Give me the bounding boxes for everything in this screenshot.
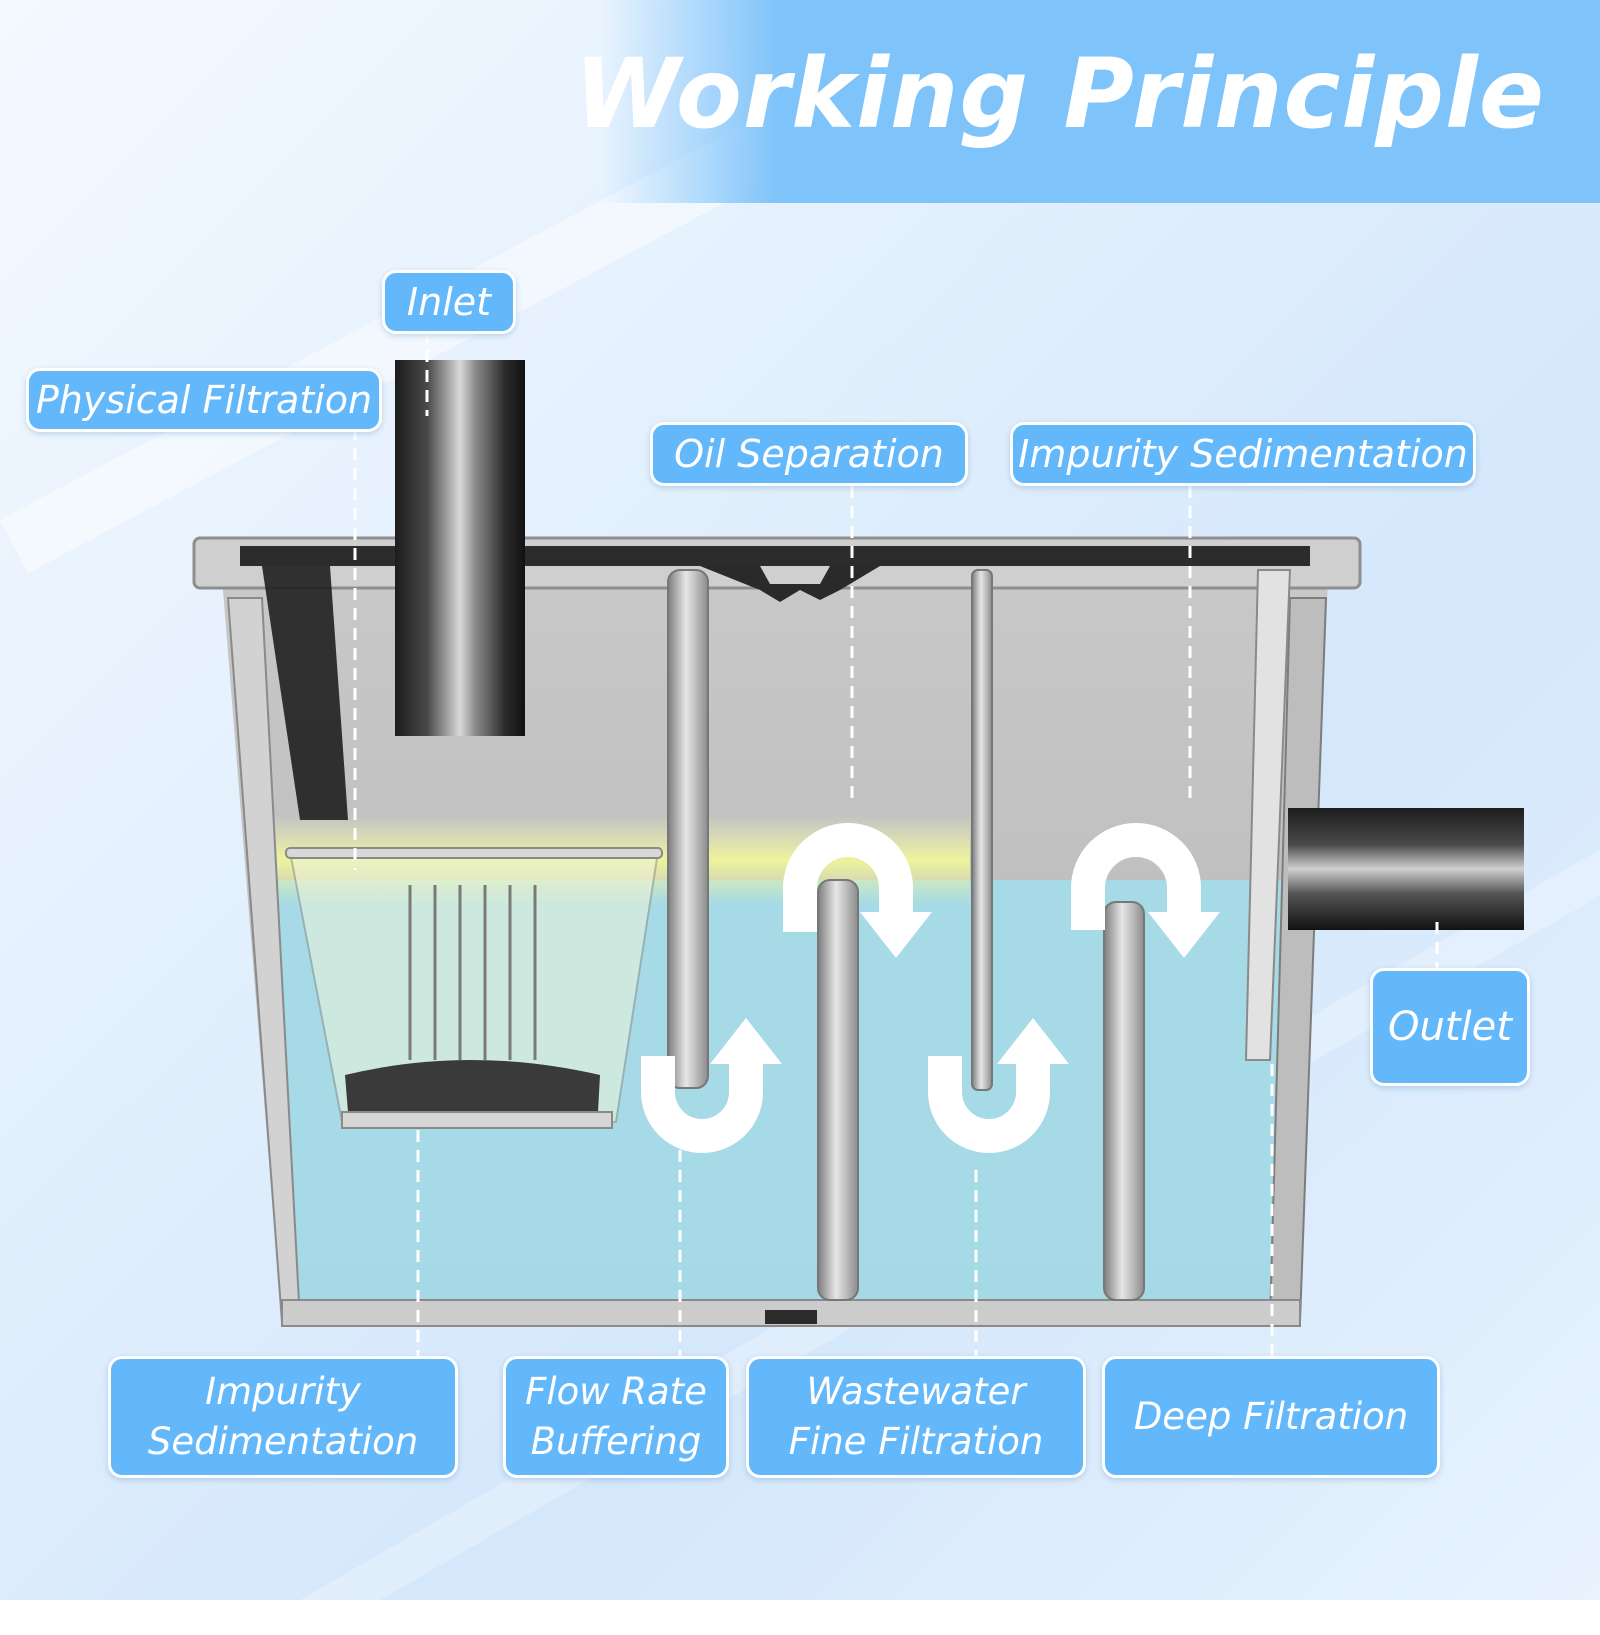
page-title: Working Principle [574,38,1545,150]
oil-separation-label-text: Oil Separation [674,432,944,476]
flow-arrow-over-2 [1071,823,1201,930]
impurity-sedimentation-bottom-label: Impurity Sedimentation [108,1356,458,1478]
inlet-shadow [262,566,348,820]
inlet-label-text: Inlet [406,280,492,324]
impurity-sedimentation-top-label: Impurity Sedimentation [1010,422,1476,486]
filter-basket [285,847,663,1129]
outlet-baffle [1244,569,1292,1061]
impurity-sedimentation-top-label-text: Impurity Sedimentation [1018,432,1468,476]
flow-arrow-over-1 [783,823,913,932]
flow-arrow-under-2 [928,1056,1050,1153]
basket-slots [408,885,537,1060]
basket-base [341,1111,613,1129]
baffle-rod-1 [667,569,709,1089]
deep-filtration-label: Deep Filtration [1102,1356,1440,1478]
oil-separation-label: Oil Separation [650,422,968,486]
impurity-sedimentation-bottom-line-2: Sedimentation [147,1420,419,1463]
flow-rate-buffering-line-2: Buffering [530,1420,702,1463]
grease-trap-diagram [192,330,1524,1356]
impurity-sedimentation-bottom-line-1: Impurity [205,1370,361,1413]
flow-rate-buffering-label: Flow Rate Buffering [503,1356,729,1478]
physical-filtration-label: Physical Filtration [26,368,382,432]
arrow-heads [710,912,1220,1064]
baffle-rod-4 [1103,901,1145,1301]
baffle-rod-2 [817,879,859,1301]
outlet-label: Outlet [1370,968,1530,1086]
physical-filtration-label-text: Physical Filtration [35,378,373,422]
baffle-rod-3 [971,569,993,1091]
inlet-pipe [395,360,525,736]
flow-arrows [641,823,1201,1153]
inlet-label: Inlet [382,270,516,334]
wastewater-fine-filtration-line-1: Wastewater [806,1370,1026,1413]
flow-arrow-under-1 [641,1056,763,1153]
outlet-label-text: Outlet [1388,1004,1512,1050]
vent-notch [700,566,880,602]
leader-lines [353,330,1439,1356]
deep-filtration-label-text: Deep Filtration [1133,1395,1409,1438]
wastewater-fine-filtration-label: Wastewater Fine Filtration [746,1356,1086,1478]
drain-hole [765,1310,817,1324]
outlet-pipe [1288,808,1524,930]
title-band [600,0,1600,203]
wastewater-fine-filtration-line-2: Fine Filtration [788,1420,1044,1463]
sediment-pad [345,1060,600,1112]
flow-rate-buffering-line-1: Flow Rate [525,1370,707,1413]
